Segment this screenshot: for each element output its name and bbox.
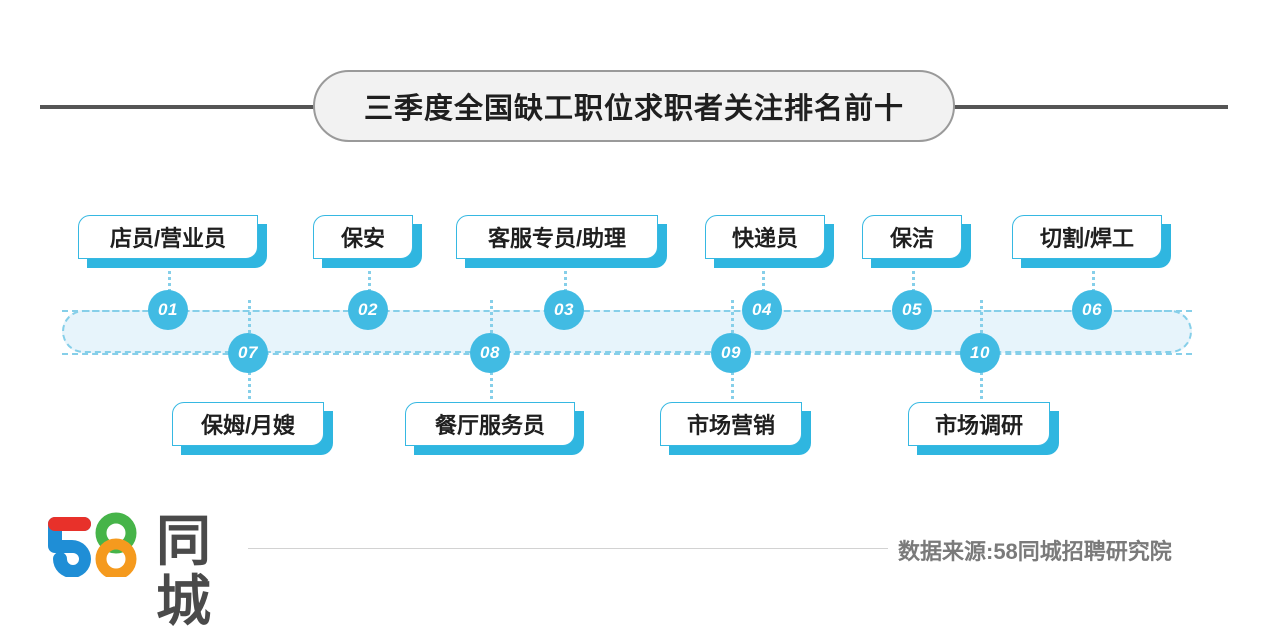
- footer-divider: [248, 548, 888, 549]
- page-title: 三季度全国缺工职位求职者关注排名前十: [363, 93, 904, 125]
- rank-badge-08[interactable]: 08: [470, 333, 510, 373]
- job-chip-08[interactable]: 餐厅服务员: [405, 402, 584, 455]
- stem-rank-02: [368, 265, 371, 310]
- rank-badge-04[interactable]: 04: [742, 290, 782, 330]
- job-label: 市场调研: [934, 413, 1023, 438]
- job-label: 快递员: [731, 226, 798, 251]
- stem-rank-05: [912, 265, 915, 310]
- job-chip-01[interactable]: 店员/营业员: [78, 215, 267, 268]
- chip-face: 店员/营业员: [78, 215, 258, 259]
- title-rule-left: [40, 105, 316, 109]
- job-chip-06[interactable]: 切割/焊工: [1012, 215, 1171, 268]
- rank-badge-01[interactable]: 01: [148, 290, 188, 330]
- rank-badge-02[interactable]: 02: [348, 290, 388, 330]
- rank-badge-10[interactable]: 10: [960, 333, 1000, 373]
- job-label: 市场营销: [686, 413, 775, 438]
- rank-badge-07[interactable]: 07: [228, 333, 268, 373]
- title-rule-right: [950, 105, 1228, 109]
- job-label: 保姆/月嫂: [200, 413, 296, 438]
- stem-rank-04: [762, 265, 765, 310]
- brand-logo-58tongcheng: 同城: [38, 505, 243, 631]
- job-label: 保安: [340, 226, 385, 251]
- job-label: 餐厅服务员: [434, 413, 545, 438]
- job-label: 切割/焊工: [1039, 226, 1135, 251]
- job-chip-10[interactable]: 市场调研: [908, 402, 1059, 455]
- chip-face: 餐厅服务员: [405, 402, 575, 446]
- job-chip-03[interactable]: 客服专员/助理: [456, 215, 667, 268]
- job-chip-05[interactable]: 保洁: [862, 215, 971, 268]
- chip-face: 市场调研: [908, 402, 1050, 446]
- rank-badge-06[interactable]: 06: [1072, 290, 1112, 330]
- job-label: 客服专员/助理: [487, 226, 627, 251]
- rank-badge-03[interactable]: 03: [544, 290, 584, 330]
- data-source-text: 数据来源:58同城招聘研究院: [898, 539, 1172, 564]
- chip-face: 市场营销: [660, 402, 802, 446]
- stem-rank-01: [168, 265, 171, 310]
- job-label: 店员/营业员: [109, 226, 227, 251]
- logo-58-icon: [48, 512, 137, 580]
- job-chip-04[interactable]: 快递员: [705, 215, 834, 268]
- stem-rank-03: [564, 265, 567, 310]
- track-rowline-top: [62, 310, 1192, 312]
- logo-wordmark: 同城: [156, 510, 212, 632]
- job-chip-09[interactable]: 市场营销: [660, 402, 811, 455]
- chip-face: 客服专员/助理: [456, 215, 658, 259]
- title-band: 三季度全国缺工职位求职者关注排名前十: [0, 70, 1268, 144]
- chip-face: 保安: [313, 215, 413, 259]
- job-chip-02[interactable]: 保安: [313, 215, 422, 268]
- chip-face: 快递员: [705, 215, 825, 259]
- job-label: 保洁: [889, 226, 934, 251]
- rank-badge-09[interactable]: 09: [711, 333, 751, 373]
- stem-rank-06: [1092, 265, 1095, 310]
- job-chip-07[interactable]: 保姆/月嫂: [172, 402, 333, 455]
- chip-face: 保姆/月嫂: [172, 402, 324, 446]
- track-rowline-bottom: [62, 353, 1192, 355]
- chip-face: 保洁: [862, 215, 962, 259]
- chip-face: 切割/焊工: [1012, 215, 1162, 259]
- title-pill: 三季度全国缺工职位求职者关注排名前十: [313, 70, 955, 142]
- rank-badge-05[interactable]: 05: [892, 290, 932, 330]
